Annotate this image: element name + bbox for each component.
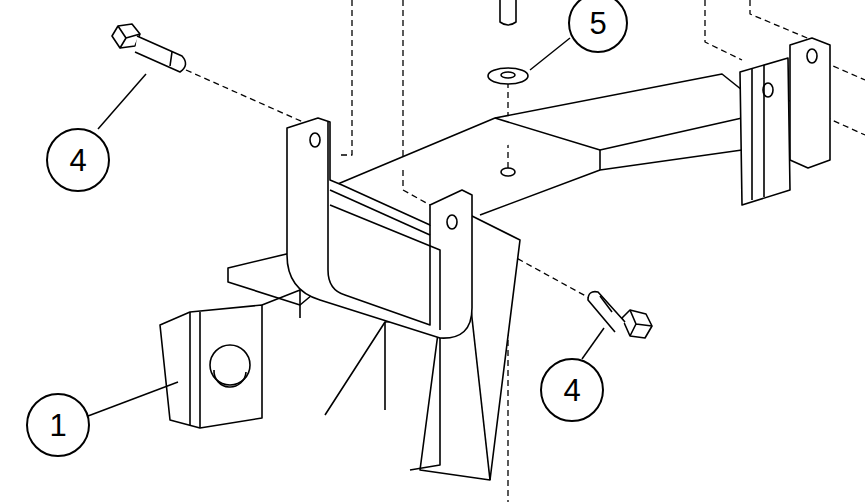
callout-number: 5 xyxy=(589,8,606,39)
callout-number: 4 xyxy=(69,145,86,176)
callout-number: 1 xyxy=(49,410,66,441)
callout-circle: 1 xyxy=(26,393,90,457)
callout-circle: 4 xyxy=(540,358,604,422)
callout-number: 4 xyxy=(563,375,580,406)
assembly-lines xyxy=(186,0,865,502)
callout-circle: 4 xyxy=(46,128,110,192)
leader-lines xyxy=(88,38,604,416)
callout-circle: 5 xyxy=(568,0,628,53)
